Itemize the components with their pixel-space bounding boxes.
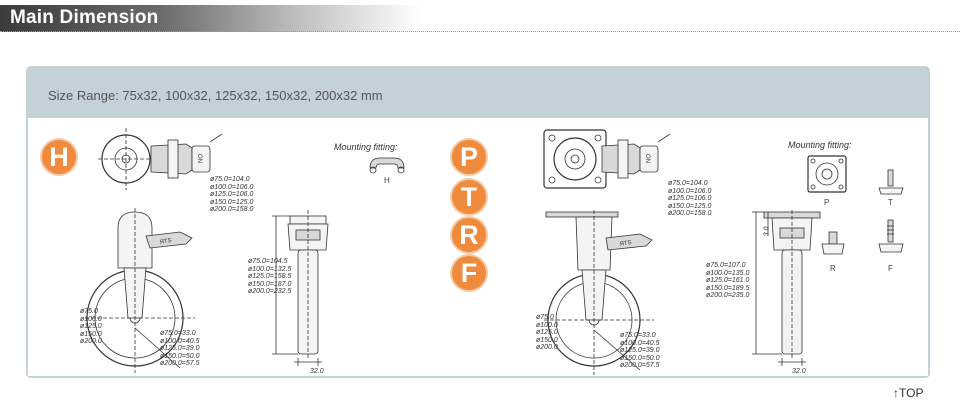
drawing-area: H ON ø75.0=104.0 ø100.0=106.0 ø125.0=106… [28, 118, 928, 376]
fitting-label-t: T [888, 198, 893, 207]
caster-front-view-right [752, 210, 821, 366]
svg-text:ЯTS: ЯTS [619, 240, 632, 248]
fitting-r-icon [821, 231, 845, 255]
badge-t: T [452, 180, 486, 214]
page-title: Main Dimension [10, 7, 159, 28]
badge-f: F [452, 256, 486, 290]
header-divider [0, 31, 960, 32]
fitting-label-r: R [830, 264, 836, 273]
caster-top-view-left: ON [98, 128, 223, 190]
width-dimension-right: 32.0 [792, 368, 806, 375]
caster-front-view-left [272, 210, 329, 366]
badge-p: P [452, 140, 486, 174]
height-table-right: ø75.0=107.0 ø100.0=135.0 ø125.0=161.0 ø1… [706, 262, 750, 300]
top-dimension-table-left: ø75.0=104.0 ø100.0=106.0 ø125.0=106.0 ø1… [210, 176, 254, 214]
section-header: Main Dimension [0, 0, 960, 36]
svg-text:ЯTS: ЯTS [159, 238, 172, 246]
wheel-diameter-list-left: ø75.0 ø100.0 ø125.0 ø150.0 ø200.0 [80, 308, 102, 346]
top-dimension-table-right: ø75.0=104.0 ø100.0=106.0 ø125.0=106.0 ø1… [668, 180, 712, 218]
caster-side-view-right: ЯTS [544, 210, 654, 375]
size-range-text: Size Range: 75x32, 100x32, 125x32, 150x3… [48, 88, 383, 103]
wheel-diameter-list-right: ø75.0 ø100.0 ø125.0 ø150.0 ø200.0 [536, 314, 558, 352]
fitting-f-icon [878, 219, 904, 253]
height-table-left: ø75.0=104.5 ø100.0=132.5 ø125.0=158.5 ø1… [248, 258, 292, 296]
caster-side-view-left: ЯTS [85, 208, 195, 373]
badge-r: R [452, 218, 486, 252]
badge-h: H [42, 140, 76, 174]
plate-dimension-right: 3.0 [763, 226, 771, 237]
width-dimension-left: 32.0 [310, 368, 324, 375]
dimension-panel: Size Range: 75x32, 100x32, 125x32, 150x3… [26, 66, 930, 378]
caster-top-view-right: ON [543, 129, 671, 189]
mounting-fitting-label-right: Mounting fitting: [788, 140, 852, 150]
fitting-t-icon [878, 169, 904, 195]
fitting-label-h: H [384, 176, 390, 185]
fitting-p-icon [807, 155, 847, 193]
svg-text:ON: ON [196, 154, 202, 163]
back-to-top-link[interactable]: ↑TOP [893, 386, 924, 400]
fitting-h-icon [369, 157, 405, 174]
header-band [0, 5, 420, 32]
mounting-fitting-label-left: Mounting fitting: [334, 142, 398, 152]
offset-table-right: ø75.0=33.0 ø100.0=40.5 ø125.0=39.0 ø150.… [620, 332, 660, 370]
fitting-label-f: F [888, 264, 893, 273]
fitting-label-p: P [824, 198, 830, 207]
offset-table-left: ø75.0=33.0 ø100.0=40.5 ø125.0=39.0 ø150.… [160, 330, 200, 368]
svg-text:ON: ON [644, 154, 650, 163]
